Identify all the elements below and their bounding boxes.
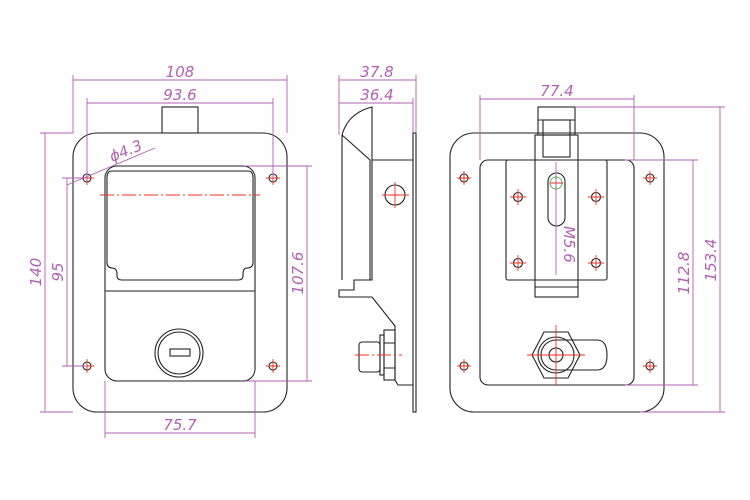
dim-slot-thread: M5.6 [560,226,578,263]
side-view: 37.8 36.4 [338,63,417,413]
side-flange [412,132,417,413]
dim-hole-spacing-height: 95 [49,262,67,281]
front-recess [104,165,256,382]
dim-recess-width: 75.7 [163,416,197,434]
back-view: M5.6 77.4 112.8 153.4 [449,82,725,413]
cam-lever [527,325,608,385]
latch-block [537,106,576,136]
dim-overall-height: 140 [27,258,45,287]
key-slot [169,348,191,357]
dim-hole-spacing-width: 93.6 [163,86,196,104]
dim-overall-depth: 37.8 [360,63,393,81]
dim-body-depth: 36.4 [360,86,393,104]
side-handle-body [338,106,373,298]
dim-overall-width: 108 [166,63,195,81]
front-handle-paddle [106,170,254,281]
front-view: 108 93.6 140 95 107.6 75.7 ϕ4.3 [27,63,312,438]
front-top-tab [161,106,199,134]
back-mount-holes [457,171,657,373]
back-housing [479,159,635,386]
latch-tongue [534,134,579,298]
back-bracket-plate [505,159,608,281]
dim-recess-height: 107.6 [289,252,307,295]
dim-inner-height: 112.8 [675,252,693,295]
side-handle-inner [341,134,371,280]
dim-inner-width: 77.4 [540,82,573,100]
dim-hole-diameter: ϕ4.3 [107,136,145,165]
adjust-slot [547,172,566,227]
key-cylinder [154,328,204,378]
side-housing [371,159,413,386]
back-mount-plate [449,132,665,413]
dim-overall-height-back: 153.4 [702,239,720,282]
front-mount-holes [80,171,280,373]
